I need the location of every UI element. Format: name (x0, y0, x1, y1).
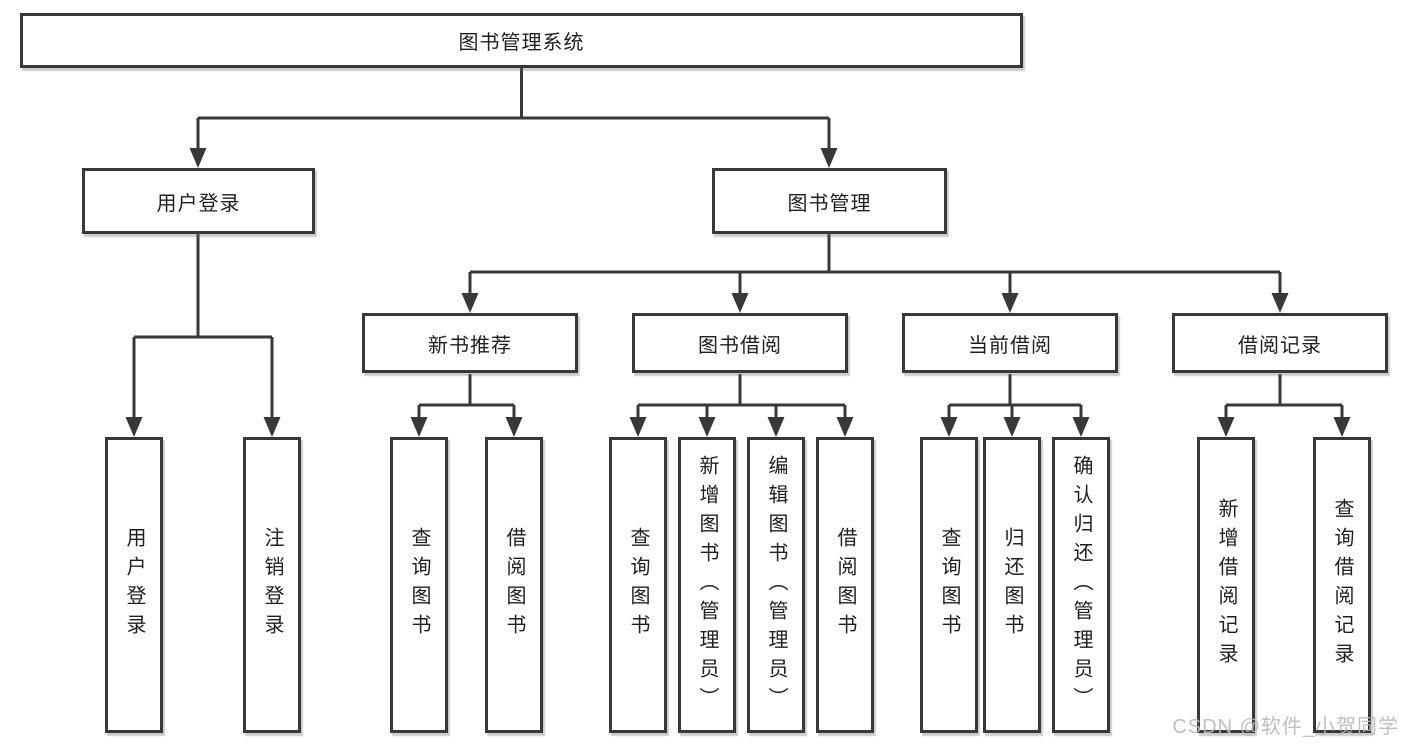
connector-root (196, 66, 831, 150)
leaf-newbook-query: 查询图书 (390, 437, 448, 733)
node-new-book-recommend: 新书推荐 (362, 313, 578, 373)
arrow-head (461, 293, 479, 313)
leaf-newbook-borrow: 借阅图书 (485, 437, 543, 733)
arrow-head (505, 417, 523, 437)
leaf-user-login: 用户登录 (105, 437, 163, 733)
watermark: CSDN @软件_小贺同学 (1172, 716, 1399, 738)
arrow-head (1072, 417, 1090, 437)
leaf-current-confirm-admin: 确认归还（管理员） (1052, 437, 1110, 733)
arrow-head (629, 417, 647, 437)
connector-new-book-branch (417, 374, 516, 419)
arrow-head (698, 417, 716, 437)
node-book-borrow: 图书借阅 (632, 313, 848, 373)
node-user-login: 用户登录 (82, 168, 315, 234)
arrow-head (1217, 417, 1235, 437)
connector-book-management-branch (468, 234, 1282, 295)
node-book-management: 图书管理 (712, 168, 947, 234)
leaf-borrow-query: 查询图书 (609, 437, 667, 733)
arrow-head (820, 148, 838, 168)
leaf-current-return: 归还图书 (983, 437, 1041, 733)
arrow-head (1001, 293, 1019, 313)
connector-book-borrow-branch (636, 374, 847, 419)
node-current-borrow: 当前借阅 (902, 313, 1118, 373)
connector-current-borrow-branch (947, 374, 1083, 419)
arrow-head (263, 417, 281, 437)
leaf-records-query: 查询借阅记录 (1313, 437, 1371, 733)
leaf-borrow-edit-admin: 编辑图书（管理员） (747, 437, 805, 733)
connector-borrow-records-branch (1224, 374, 1344, 419)
arrow-head (767, 417, 785, 437)
arrow-head (940, 417, 958, 437)
arrow-head (189, 148, 207, 168)
leaf-current-query: 查询图书 (920, 437, 978, 733)
arrow-head (1003, 417, 1021, 437)
node-root: 图书管理系统 (20, 13, 1023, 68)
arrow-head (731, 293, 749, 313)
arrow-head (1333, 417, 1351, 437)
arrow-head (410, 417, 428, 437)
leaf-logout: 注销登录 (243, 437, 301, 733)
leaf-borrow-add-admin: 新增图书（管理员） (678, 437, 736, 733)
connector-user-login-branch (132, 234, 274, 419)
arrow-head (836, 417, 854, 437)
node-borrow-records: 借阅记录 (1172, 313, 1388, 373)
leaf-records-add: 新增借阅记录 (1197, 437, 1255, 733)
leaf-borrow-book: 借阅图书 (816, 437, 874, 733)
arrow-head (125, 417, 143, 437)
arrow-head (1271, 293, 1289, 313)
